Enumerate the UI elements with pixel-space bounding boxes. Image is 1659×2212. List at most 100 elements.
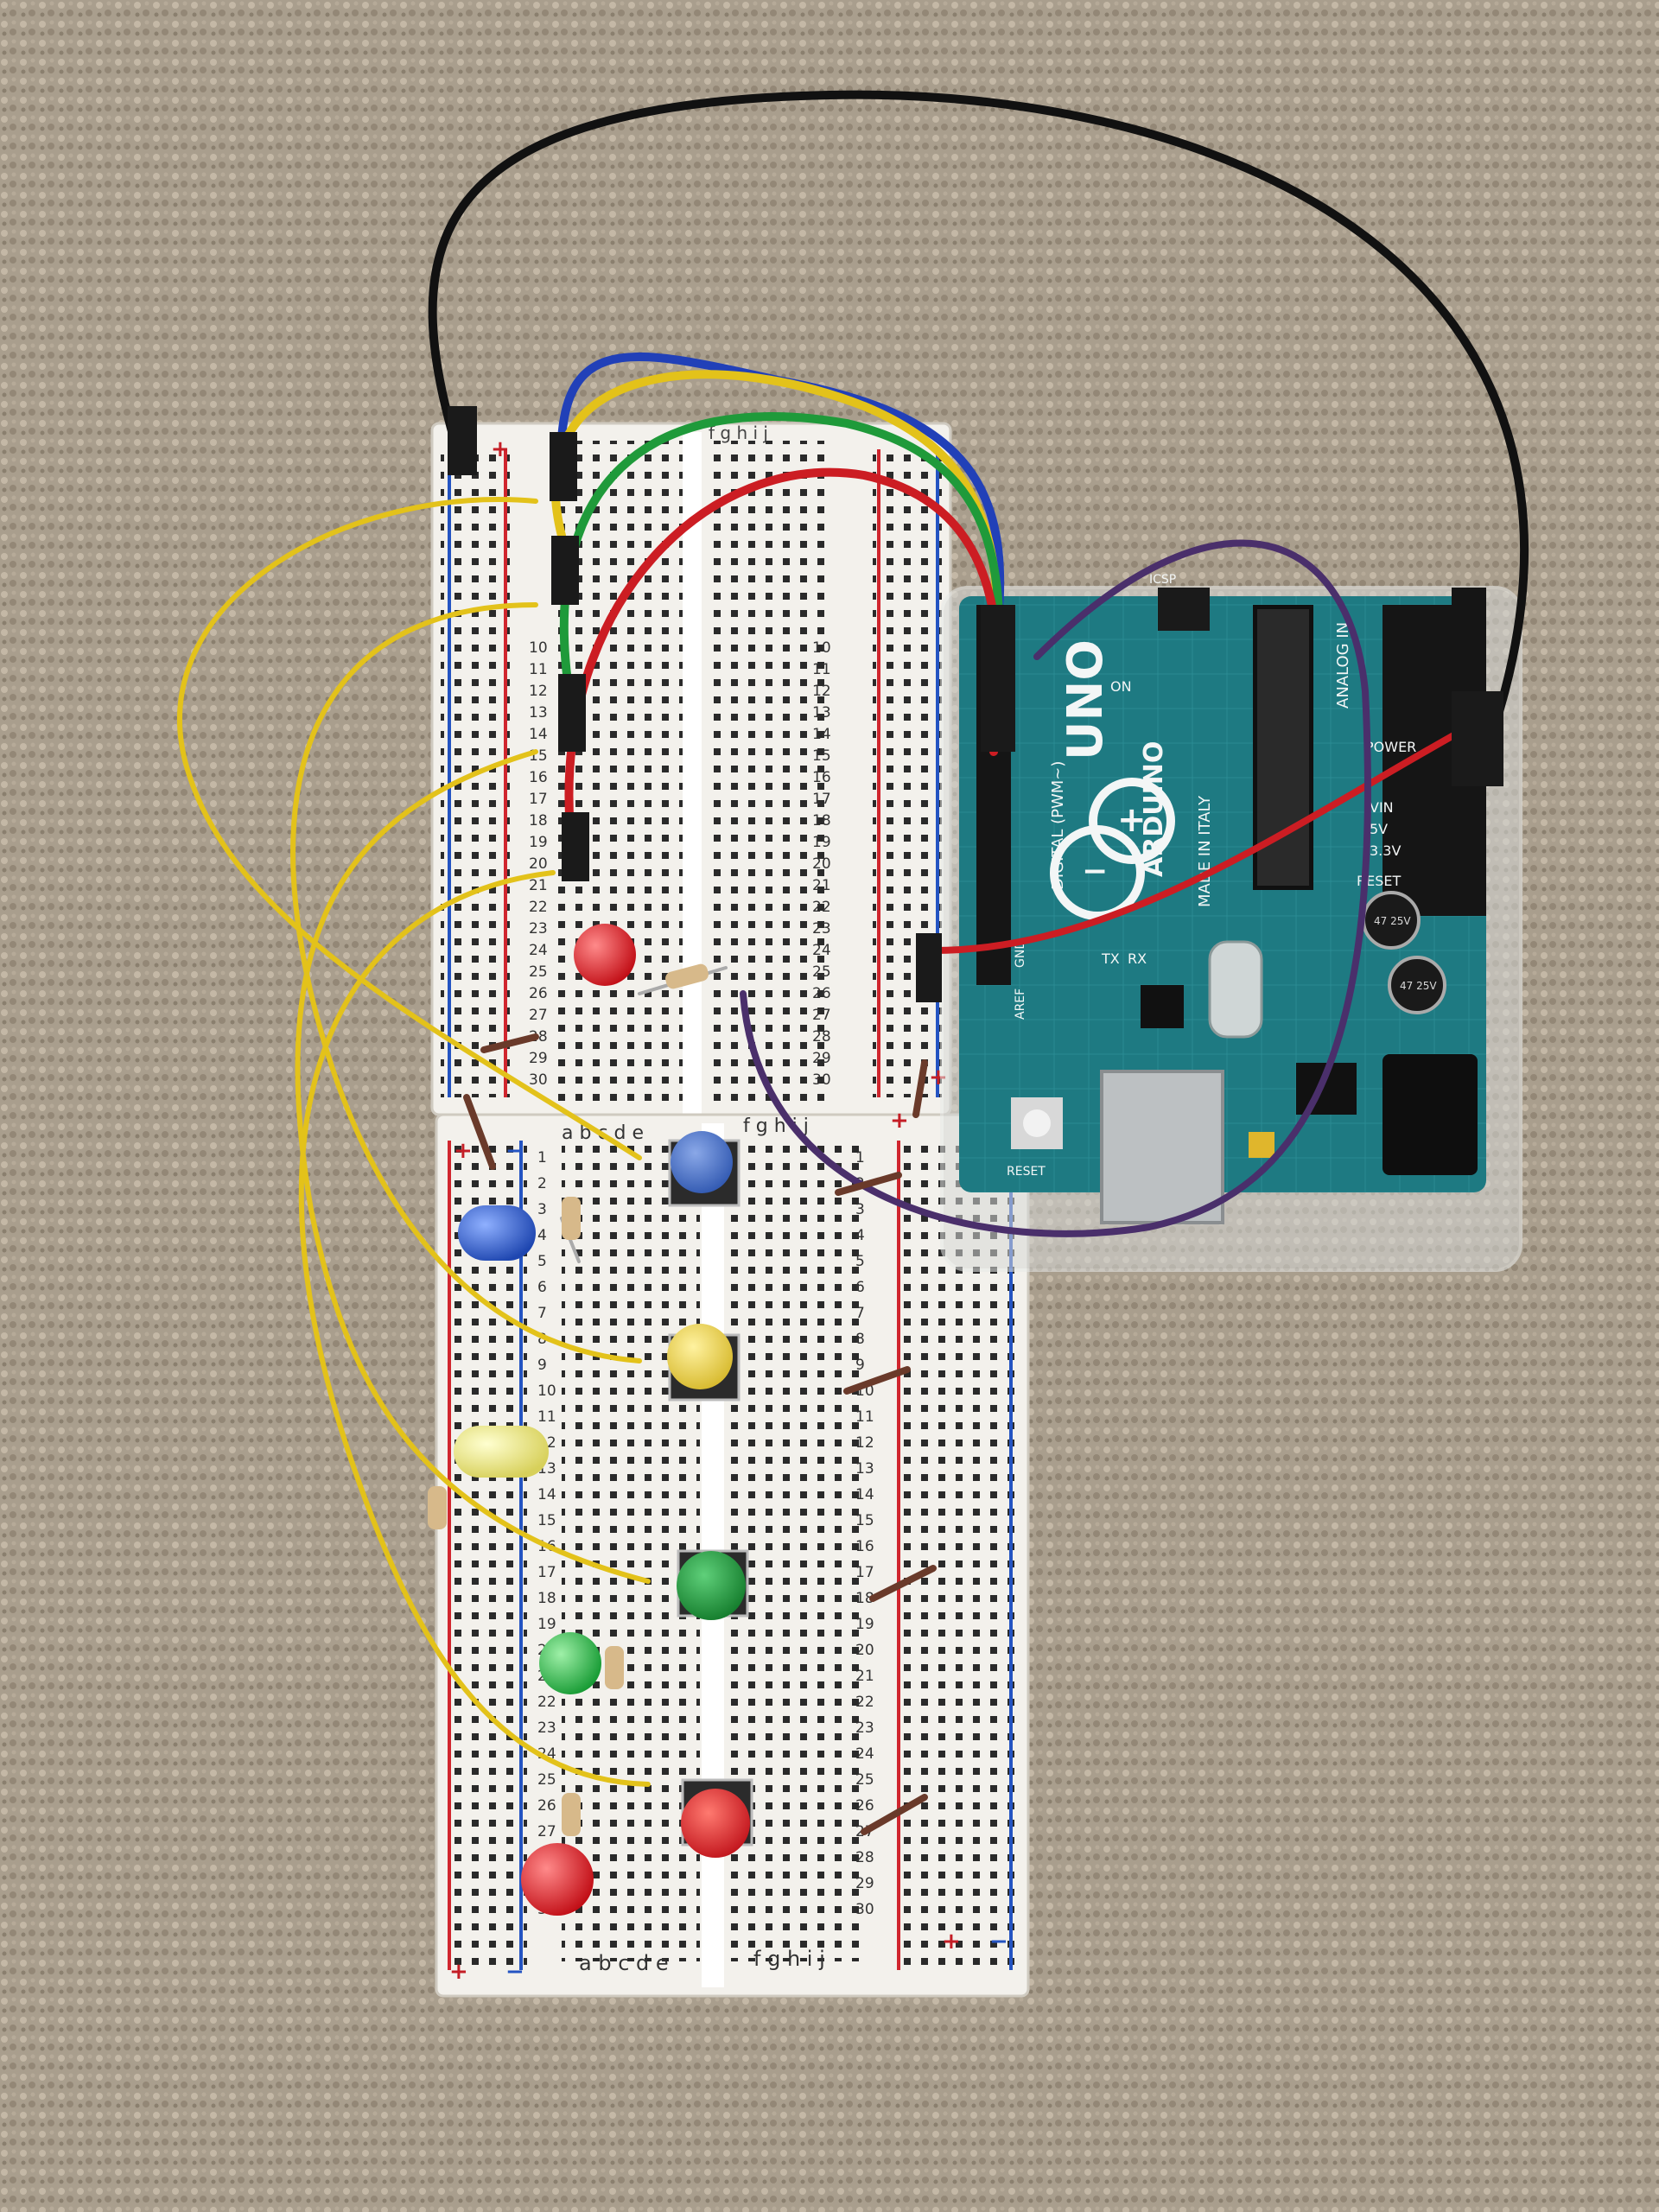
bottom-row-10-left: 10: [537, 1382, 556, 1400]
capacitor-1-text: 47 25V: [1374, 915, 1411, 927]
bottom-row-13-right: 13: [855, 1460, 874, 1478]
bottom-row-11-left: 11: [537, 1408, 556, 1426]
made-in-italy-text: MADE IN ITALY: [1196, 795, 1214, 907]
bottom-row-30-right: 30: [855, 1901, 874, 1918]
top-row-21-right: 21: [812, 877, 831, 894]
bottom-row-9-left: 9: [537, 1357, 547, 1374]
svg-text:−: −: [1082, 854, 1108, 889]
top-row-29-left: 29: [529, 1050, 548, 1067]
top-row-12-left: 12: [529, 683, 548, 700]
on-label: ON: [1110, 678, 1132, 695]
top-row-11-right: 11: [812, 661, 831, 678]
push-button-blue: [668, 1131, 741, 1207]
bottom-rail-plus-label-4: +: [942, 1929, 961, 1955]
resistors: [428, 963, 937, 1836]
push-button-red: [681, 1778, 753, 1858]
top-row-16-right: 16: [812, 769, 831, 786]
bottom-row-5-right: 5: [855, 1253, 865, 1270]
top-row-20-right: 20: [812, 855, 831, 873]
svg-text:+: +: [1117, 800, 1147, 840]
arduino-logo-text: UNO: [1058, 639, 1114, 760]
bottom-rail-plus-label-1: +: [454, 1138, 473, 1164]
bottom-row-22-right: 22: [855, 1694, 874, 1711]
bottom-row-8-right: 8: [855, 1331, 865, 1348]
aref-label: AREF: [1014, 988, 1027, 1020]
bottom-row-16-right: 16: [855, 1538, 874, 1555]
push-button-yellow: [667, 1324, 741, 1402]
bottom-row-3-right: 3: [855, 1201, 865, 1218]
pin-5v-label: 5V: [1370, 821, 1388, 837]
top-row-10-right: 10: [812, 639, 831, 657]
bottom-row-19-right: 19: [855, 1616, 874, 1633]
top-row-25-right: 25: [812, 963, 831, 981]
top-row-14-left: 14: [529, 726, 548, 743]
bottom-row-14-left: 14: [537, 1486, 556, 1503]
arduino-brand-text: ARDUINO: [1139, 741, 1169, 877]
bottom-rail-minus-label-4: −: [989, 1929, 1008, 1955]
top-row-18-left: 18: [529, 812, 548, 830]
bottom-row-12-right: 12: [855, 1434, 874, 1452]
bottom-row-6-right: 6: [855, 1279, 865, 1296]
tx-label: TX: [1101, 950, 1120, 967]
bottom-row-3-left: 3: [537, 1201, 547, 1218]
bottom-row-25-left: 25: [537, 1771, 556, 1789]
bottom-rail-minus-label-1: −: [505, 1138, 524, 1164]
push-button-green: [677, 1549, 749, 1620]
pin-3v3-label: 3.3V: [1370, 842, 1401, 859]
jumper-wires: [177, 90, 1529, 1787]
top-row-22-right: 22: [812, 899, 831, 916]
top-row-17-right: 17: [812, 791, 831, 808]
top-row-22-left: 22: [529, 899, 548, 916]
bottom-row-11-right: 11: [855, 1408, 874, 1426]
top-row-23-right: 23: [812, 920, 831, 938]
top-row-27-left: 27: [529, 1007, 548, 1024]
bottom-row-29-right: 29: [855, 1875, 874, 1892]
top-row-13-right: 13: [812, 704, 831, 721]
top-row-30-left: 30: [529, 1071, 548, 1089]
bottom-row-2-left: 2: [537, 1175, 547, 1192]
bottom-row-6-left: 6: [537, 1279, 547, 1296]
gnd-label: GND: [1014, 940, 1027, 968]
rx-label: RX: [1128, 950, 1147, 967]
bottom-row-23-right: 23: [855, 1719, 874, 1737]
wire-red-board: [930, 714, 1490, 954]
top-row-23-left: 23: [529, 920, 548, 938]
icsp-label: ICSP: [1149, 573, 1176, 587]
bottom-columns-left-label: a b c d e: [579, 1951, 669, 1975]
analog-in-label: ANALOG IN: [1334, 622, 1352, 709]
bottom-row-26-right: 26: [855, 1797, 874, 1815]
top-row-15-left: 15: [529, 747, 548, 765]
bottom-row-27-left: 27: [537, 1823, 556, 1840]
bottom-row-28-right: 28: [855, 1849, 874, 1866]
bottom-row-17-right: 17: [855, 1564, 874, 1581]
bottom-rail-plus-label-2: +: [890, 1108, 909, 1134]
bottom-row-20-right: 20: [855, 1642, 874, 1659]
top-row-15-right: 15: [812, 747, 831, 765]
top-row-19-left: 19: [529, 834, 548, 851]
bottom-rail-minus-label-3: −: [505, 1959, 524, 1985]
top-row-27-right: 27: [812, 1007, 831, 1024]
bottom-row-17-left: 17: [537, 1564, 556, 1581]
bottom-row-4-left: 4: [537, 1227, 547, 1244]
bottom-row-24-right: 24: [855, 1745, 874, 1763]
bottom-row-15-left: 15: [537, 1512, 556, 1529]
top-row-29-right: 29: [812, 1050, 831, 1067]
reset-button-label: RESET: [1007, 1165, 1046, 1179]
bottom-row-15-right: 15: [855, 1512, 874, 1529]
top-row-18-right: 18: [812, 812, 831, 830]
wire-yellow-3: [295, 749, 651, 1584]
digital-pwm-label: DIGITAL (PWM~): [1049, 761, 1067, 890]
capacitor-2-text: 47 25V: [1400, 980, 1437, 992]
bottom-row-21-right: 21: [855, 1668, 874, 1685]
bottom-row-18-right: 18: [855, 1590, 874, 1607]
bottom-row-1-left: 1: [537, 1149, 547, 1166]
top-row-17-left: 17: [529, 791, 548, 808]
top-columns-right-label: f g h i j: [709, 423, 768, 443]
bottom-row-4-right: 4: [855, 1227, 865, 1244]
led-green: [539, 1632, 601, 1694]
led-red-bottom: [521, 1843, 594, 1916]
top-row-26-left: 26: [529, 985, 548, 1002]
wire-purple: [740, 539, 1371, 1237]
bottom-row-7-right: 7: [855, 1305, 865, 1322]
